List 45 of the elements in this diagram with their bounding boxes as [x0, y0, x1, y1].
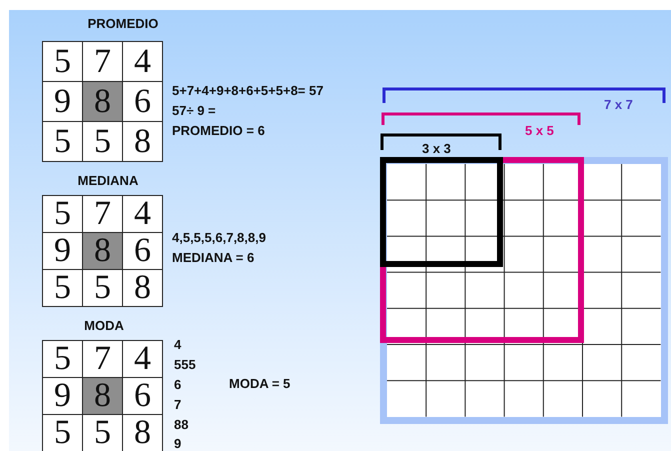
number-cell: 5 [42, 340, 83, 378]
number-cell: 8 [122, 121, 163, 162]
calculation-text: 4,5,5,5,6,7,8,8,9 [172, 230, 266, 245]
calculation-text: PROMEDIO = 6 [172, 123, 265, 138]
number-cell: 5 [82, 269, 123, 307]
number-cell: 7 [82, 340, 123, 378]
number-cell: 9 [42, 232, 83, 270]
number-cell: 5 [42, 41, 83, 82]
dimension-label: 7 x 7 [604, 97, 633, 112]
section-heading: MODA [84, 318, 124, 333]
calculation-text: 88 [174, 417, 188, 432]
number-cell: 9 [42, 377, 83, 415]
number-cell: 4 [122, 195, 163, 233]
number-cell: 8 [122, 269, 163, 307]
number-cell: 5 [42, 269, 83, 307]
number-cell: 8 [82, 81, 123, 122]
calculation-text: 5+7+4+9+8+6+5+5+8= 57 [172, 83, 324, 98]
number-cell: 8 [122, 414, 163, 451]
calculation-text: MEDIANA = 6 [172, 250, 254, 265]
number-cell: 8 [82, 377, 123, 415]
calculation-text: 4 [174, 337, 182, 352]
number-cell: 5 [42, 121, 83, 162]
number-cell: 6 [122, 232, 163, 270]
calculation-text: MODA = 5 [229, 376, 290, 391]
section-heading: PROMEDIO [88, 16, 158, 31]
calculation-text: 6 [174, 377, 182, 392]
number-cell: 6 [122, 81, 163, 122]
number-cell: 5 [42, 195, 83, 233]
calculation-text: 555 [174, 357, 196, 372]
calculation-text: 7 [174, 397, 182, 412]
number-cell: 5 [82, 121, 123, 162]
calculation-text: 57÷ 9 = [172, 103, 216, 118]
number-cell: 9 [42, 81, 83, 122]
number-cell: 4 [122, 41, 163, 82]
dimension-label: 5 x 5 [525, 123, 554, 138]
number-cell: 5 [82, 414, 123, 451]
number-cell: 4 [122, 340, 163, 378]
section-heading: MEDIANA [78, 173, 138, 188]
number-cell: 6 [122, 377, 163, 415]
calculation-text: 9 [174, 436, 182, 451]
dimension-label: 3 x 3 [422, 141, 451, 156]
number-cell: 7 [82, 41, 123, 82]
number-cell: 8 [82, 232, 123, 270]
number-cell: 5 [42, 414, 83, 451]
number-cell: 7 [82, 195, 123, 233]
